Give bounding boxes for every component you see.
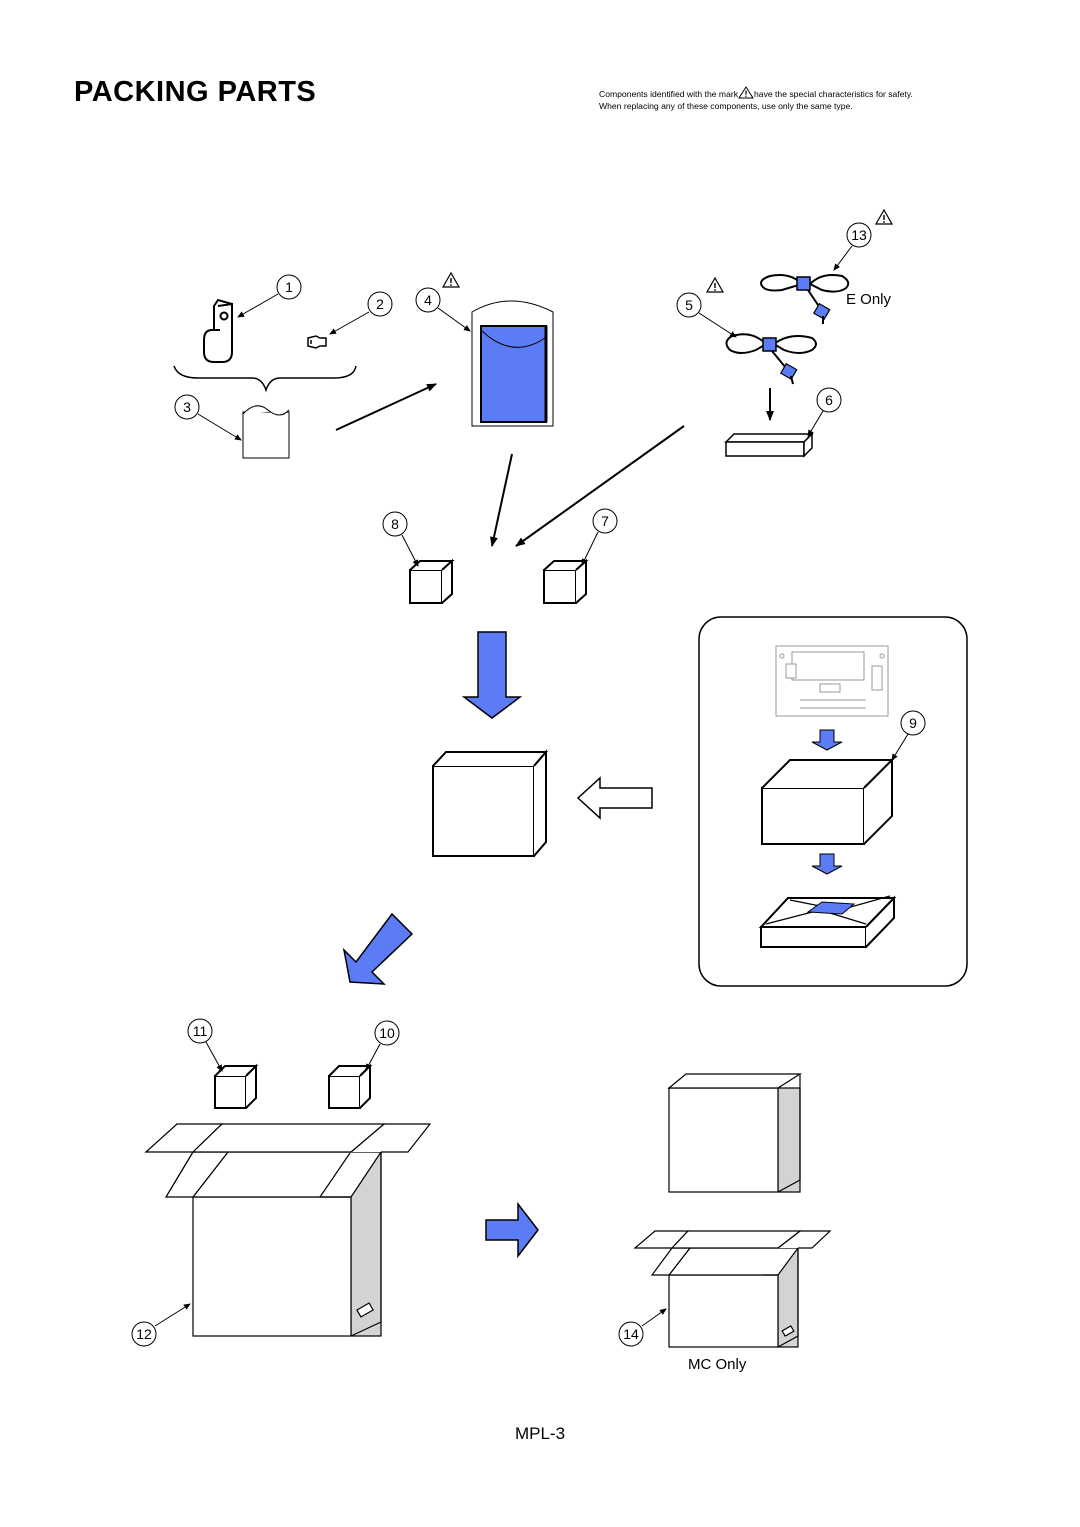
accessory-box-icon bbox=[432, 749, 549, 857]
arrow-manual-to-boxes bbox=[490, 453, 513, 547]
power-cord-13-icon bbox=[760, 274, 850, 324]
callout-2-text: 2 bbox=[376, 296, 384, 312]
callout-8: 8 bbox=[382, 511, 419, 567]
callout-9-text: 9 bbox=[909, 715, 917, 731]
callout-11: 11 bbox=[187, 1018, 223, 1072]
small-box-11-icon bbox=[214, 1063, 259, 1109]
callout-12: 12 bbox=[131, 1303, 191, 1347]
manual-part-icon bbox=[471, 300, 554, 427]
callout-4-text: 4 bbox=[424, 292, 432, 308]
callout-3-text: 3 bbox=[183, 399, 191, 415]
warning-triangle-icon bbox=[738, 86, 754, 99]
e-only-label: E Only bbox=[846, 291, 892, 308]
bag-part-icon bbox=[242, 405, 290, 459]
callout-10-text: 10 bbox=[379, 1025, 395, 1041]
callout-8-text: 8 bbox=[391, 516, 399, 532]
callout-10: 10 bbox=[365, 1020, 400, 1071]
white-left-arrow bbox=[576, 776, 653, 820]
mc-only-label: MC Only bbox=[688, 1356, 747, 1373]
page-footer: MPL-3 bbox=[514, 1424, 566, 1443]
callout-3: 3 bbox=[174, 394, 242, 441]
blue-down-arrow bbox=[461, 631, 523, 719]
callout-12-text: 12 bbox=[136, 1326, 152, 1342]
blue-down-arrow-small-1 bbox=[811, 729, 843, 751]
power-cord-5-icon bbox=[725, 333, 817, 385]
callout-11-text: 11 bbox=[193, 1023, 208, 1039]
packed-carton-icon bbox=[667, 1073, 803, 1193]
safety-note-line1b: have the special characteristics for saf… bbox=[754, 89, 913, 99]
tray-part-icon bbox=[724, 432, 814, 458]
safety-note: Components identified with the mark have … bbox=[599, 86, 913, 112]
callout-13-text: 13 bbox=[851, 227, 867, 243]
callout-7-text: 7 bbox=[601, 513, 609, 529]
master-carton-14-icon bbox=[633, 1230, 832, 1348]
small-box-8-icon bbox=[409, 558, 455, 604]
blue-right-arrow bbox=[485, 1201, 539, 1259]
brace-line bbox=[173, 365, 357, 393]
callout-5-text: 5 bbox=[685, 297, 693, 313]
callout-4: 4 bbox=[415, 272, 471, 332]
blue-diagonal-arrow bbox=[342, 912, 414, 985]
callout-14: 14 bbox=[618, 1308, 667, 1347]
safety-note-line1a: Components identified with the mark bbox=[599, 89, 739, 99]
callout-6: 6 bbox=[807, 387, 842, 437]
blue-down-arrow-small-2 bbox=[811, 853, 843, 875]
callout-9: 9 bbox=[891, 710, 926, 761]
packed-box-icon bbox=[758, 895, 897, 948]
clamp-part-icon bbox=[203, 298, 233, 363]
warning-icon-5 bbox=[706, 277, 724, 293]
tv-unit-icon bbox=[775, 645, 889, 717]
carton-12-icon bbox=[144, 1123, 432, 1337]
callout-14-text: 14 bbox=[623, 1326, 639, 1342]
arrow-bag-to-manual bbox=[335, 383, 437, 431]
callout-1: 1 bbox=[237, 274, 302, 318]
callout-2: 2 bbox=[329, 291, 393, 335]
tv-box-icon bbox=[761, 757, 895, 845]
warning-icon-13 bbox=[875, 209, 893, 225]
callout-13: 13 bbox=[833, 209, 893, 271]
arrow-tray-to-boxes bbox=[515, 425, 685, 547]
small-box-10-icon bbox=[328, 1063, 373, 1109]
screw-part-icon bbox=[307, 335, 327, 349]
callout-7: 7 bbox=[581, 508, 618, 566]
callout-5: 5 bbox=[676, 277, 737, 338]
warning-icon-4 bbox=[442, 272, 460, 288]
callout-6-text: 6 bbox=[825, 392, 833, 408]
callout-1-text: 1 bbox=[285, 279, 293, 295]
safety-note-line2: When replacing any of these components, … bbox=[599, 101, 853, 111]
small-box-7-icon bbox=[543, 558, 589, 604]
page-title: PACKING PARTS bbox=[74, 76, 317, 108]
